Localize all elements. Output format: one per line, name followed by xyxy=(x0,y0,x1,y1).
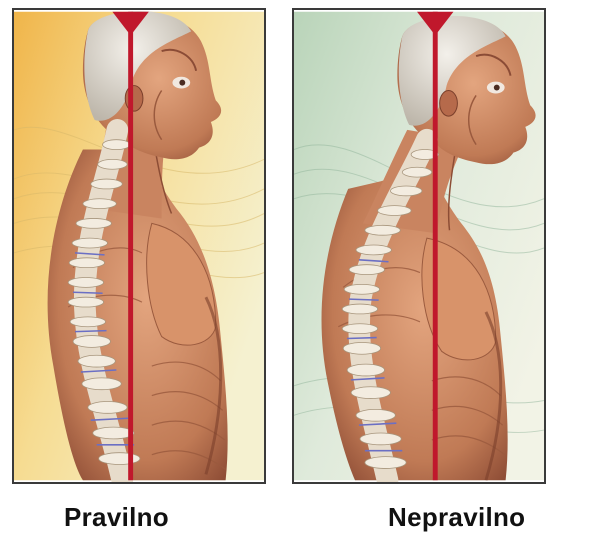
caption-correct: Pravilno xyxy=(64,502,169,533)
correct-posture-illustration xyxy=(14,10,264,482)
incorrect-posture-illustration xyxy=(294,10,544,482)
incorrect-posture-panel xyxy=(292,8,546,484)
correct-posture-panel xyxy=(12,8,266,484)
caption-incorrect: Nepravilno xyxy=(388,502,525,533)
